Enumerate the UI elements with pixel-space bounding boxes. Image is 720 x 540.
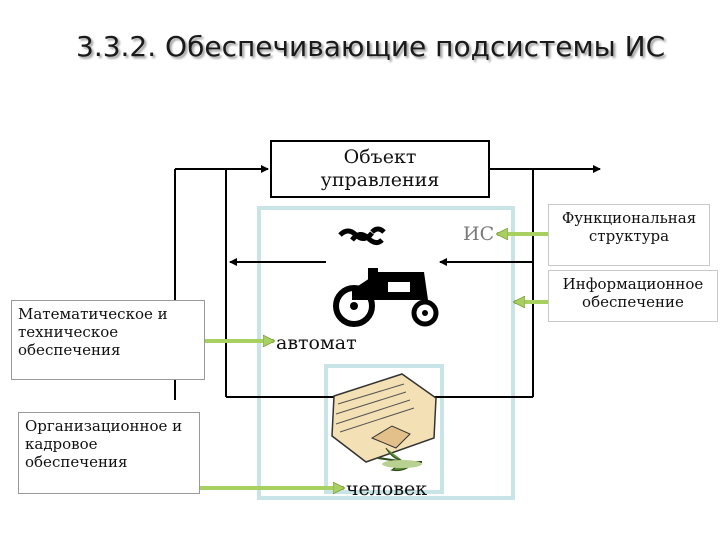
math-technical-line1: Математическое и [18,305,168,323]
automat-label: автомат [276,332,357,354]
math-technical-line3: обеспечения [18,341,121,359]
math-technical-line2: техническое [18,323,119,341]
information-support-box: Информационное обеспечение [548,270,718,322]
organizational-personnel-line2: кадровое [25,435,98,453]
organizational-personnel-support-box: Организационное и кадровое обеспечения [18,412,200,494]
functional-structure-box: Функциональная структура [548,204,710,266]
control-object-line2: управления [320,169,440,191]
tractor-icon [333,226,439,327]
functional-structure-line1: Функциональная [561,209,697,227]
functional-structure-line2: структура [588,227,670,245]
organizational-personnel-line3: обеспечения [25,453,128,471]
slide-title: 3.3.2. Обеспечивающие подсистемы ИС [76,30,666,63]
information-support-line1: Информационное [562,275,704,293]
information-support-line2: обеспечение [582,293,684,311]
is-frame [257,206,515,500]
control-object-line1: Объект [343,146,417,168]
human-frame [324,364,444,494]
control-object-box: Объект управления [270,140,490,198]
paperwork-person-icon [331,373,437,472]
math-technical-support-box: Математическое и техническое обеспечения [11,300,205,380]
human-label: человек [346,478,428,500]
organizational-personnel-line1: Организационное и [25,417,183,435]
is-label: ИС [463,223,495,245]
